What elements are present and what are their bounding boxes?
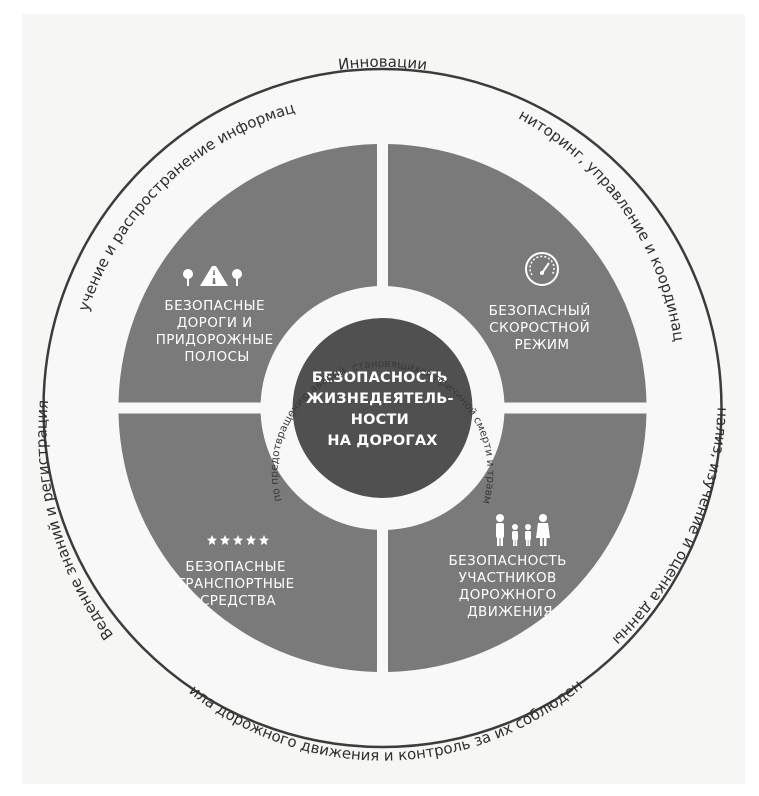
road-safety-diagram: БЕЗОПАСНОСТЬ ЖИЗНЕДЕЯТЕЛЬ- НОСТИ НА ДОРО… [22,14,732,765]
center-line-4: НА ДОРОГАХ [327,433,437,449]
center-title: БЕЗОПАСНОСТЬ ЖИЗНЕДЕЯТЕЛЬ- НОСТИ НА ДОРО… [306,370,459,449]
center-line-2: ЖИЗНЕДЕЯТЕЛЬ- [306,391,454,407]
speedometer-icon [525,252,559,286]
quadrant-top-right-title: БЕЗОПАСНЫЙ СКОРОСТНОЙ РЕЖИМ [489,301,596,353]
family-icon [496,514,550,546]
quadrant-bottom-right-title: БЕЗОПАСНОСТЬ УЧАСТНИКОВ ДОРОЖНОГО ДВИЖЕН… [448,553,571,620]
quadrant-bottom-left-title: БЕЗОПАСНЫЕ ТРАНСПОРТНЫЕ СРЕДСТВА [176,559,299,609]
outer-label-top: Инновации [337,53,428,74]
center-line-1: БЕЗОПАСНОСТЬ [312,370,448,386]
road-with-trees-icon [183,266,242,286]
center-circle [292,318,473,498]
diagram-frame: БЕЗОПАСНОСТЬ ЖИЗНЕДЕЯТЕЛЬ- НОСТИ НА ДОРО… [22,14,745,784]
quadrant-top-left-title: БЕЗОПАСНЫЕ ДОРОГИ И ПРИДОРОЖНЫЕ ПОЛОСЫ [156,298,279,365]
center-line-3: НОСТИ [351,412,409,428]
five-stars-icon [207,535,269,545]
